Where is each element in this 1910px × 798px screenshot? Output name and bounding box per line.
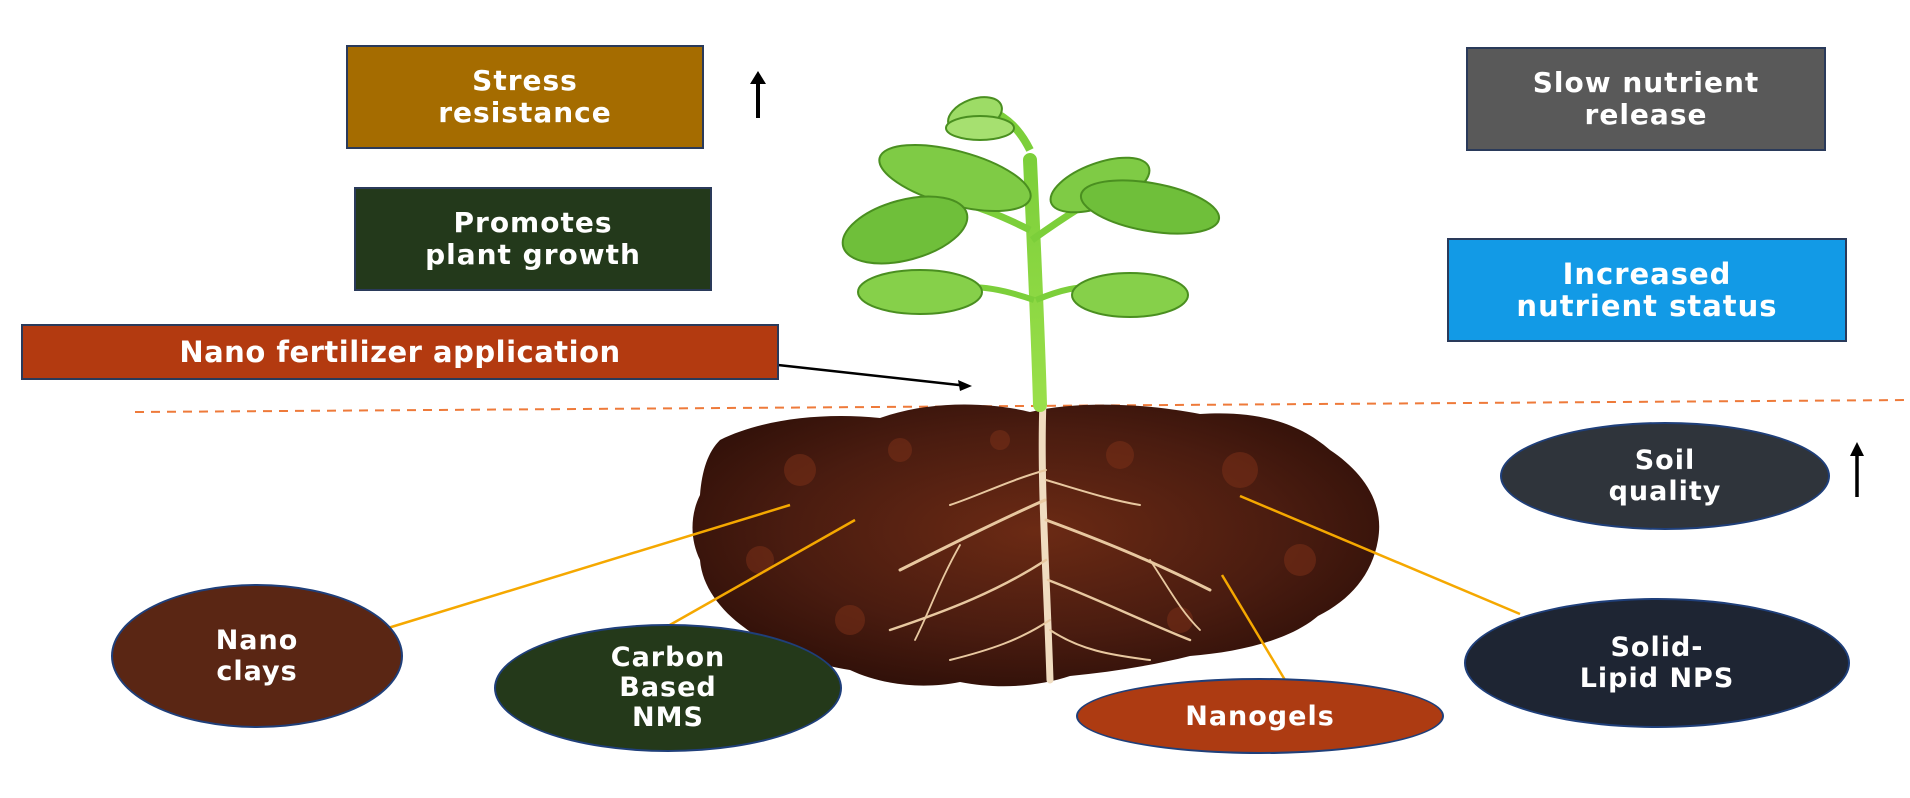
stress-resistance-box: Stress resistance [346, 45, 704, 149]
soil-quality-oval: Soil quality [1500, 422, 1830, 530]
nanogels-label: Nanogels [1185, 700, 1335, 732]
solid-lipid-oval: Solid- Lipid NPS [1464, 598, 1850, 728]
increased-status-label: Increased nutrient status [1516, 257, 1778, 323]
soil-surface-line [134, 399, 1910, 413]
nano-clays-label: Nano clays [215, 625, 299, 687]
carbon-nms-label: Carbon Based NMS [610, 642, 726, 733]
application-arrow [777, 363, 969, 388]
roots [888, 396, 1212, 684]
connector-lines [387, 494, 1521, 681]
nano-clays-oval: Nano clays [111, 584, 403, 728]
soil-arrow-icon [1850, 442, 1864, 497]
promotes-growth-box: Promotes plant growth [354, 187, 712, 291]
soil-quality-label: Soil quality [1608, 445, 1722, 507]
stress-resistance-label: Stress resistance [438, 64, 612, 129]
plant-leaves [841, 96, 1221, 318]
nano-fertilizer-application-box: Nano fertilizer application [21, 324, 779, 380]
carbon-nms-oval: Carbon Based NMS [494, 624, 842, 752]
nanogels-oval: Nanogels [1076, 678, 1444, 754]
solid-lipid-label: Solid- Lipid NPS [1579, 632, 1735, 694]
increased-status-box: Increased nutrient status [1447, 238, 1847, 342]
stress-arrow-icon [750, 71, 766, 118]
slow-release-label: Slow nutrient release [1532, 66, 1760, 131]
slow-release-box: Slow nutrient release [1466, 47, 1826, 151]
promotes-growth-label: Promotes plant growth [425, 206, 641, 271]
nano-fertilizer-application-label: Nano fertilizer application [179, 335, 621, 369]
